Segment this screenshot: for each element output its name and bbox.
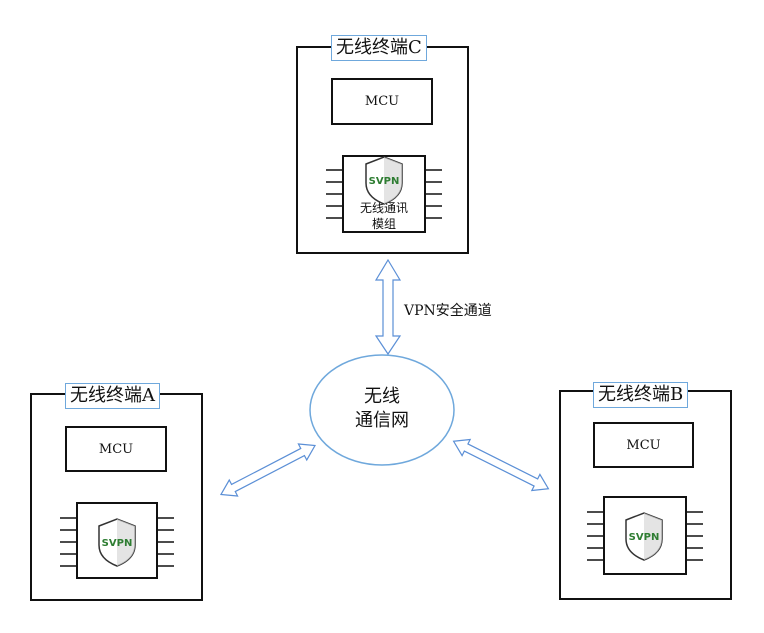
mcu-box-a: MCU	[65, 426, 167, 472]
double-arrow-b-network	[452, 438, 550, 492]
terminal-b-title: 无线终端B	[593, 382, 689, 408]
module-label-line1: 无线通讯	[359, 201, 408, 215]
terminal-a-title: 无线终端A	[65, 383, 160, 409]
network-label-line2: 通信网	[355, 410, 409, 431]
wireless-module-chip-b	[603, 496, 687, 575]
network-label-line1: 无线	[364, 386, 400, 407]
double-arrow-c-network	[374, 258, 402, 356]
vpn-tunnel-label: VPN安全通道	[404, 303, 492, 319]
module-label-line2: 模组	[371, 217, 396, 231]
wireless-module-chip-a	[76, 502, 158, 579]
terminal-c-title: 无线终端C	[331, 35, 427, 61]
wireless-module-chip-c: 无线通讯 模组	[342, 155, 426, 233]
double-arrow-a-network	[220, 443, 316, 497]
mcu-box-b: MCU	[593, 422, 694, 468]
mcu-box-c: MCU	[331, 78, 433, 125]
network-cloud	[309, 354, 455, 466]
